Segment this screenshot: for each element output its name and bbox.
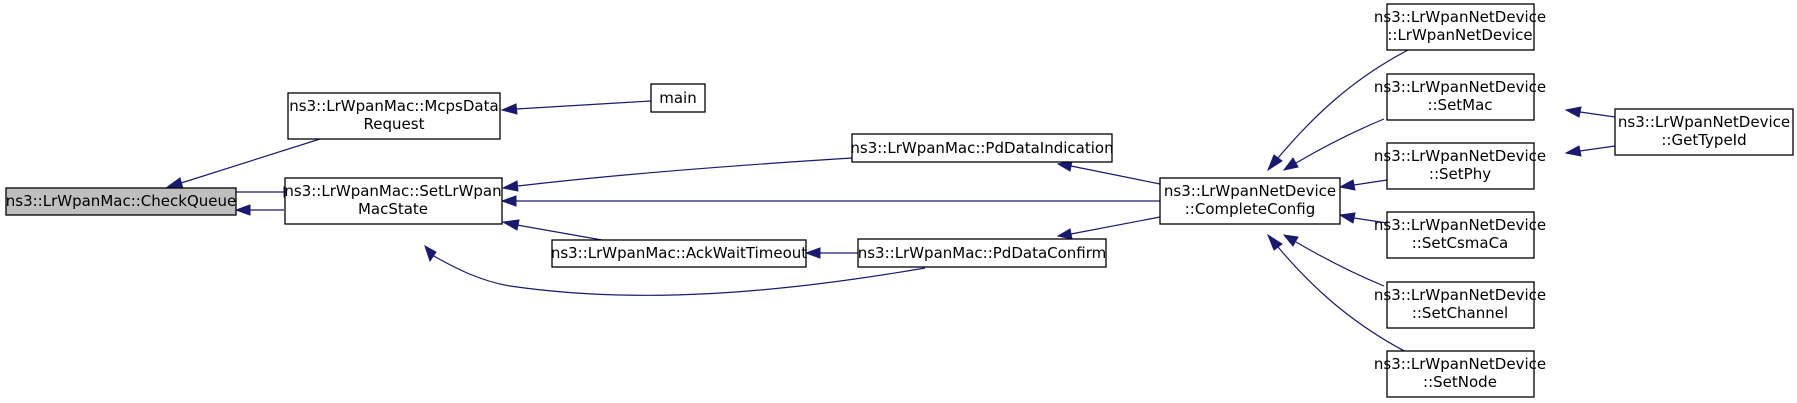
node-lrwpan-net-device[interactable]: ns3::LrWpanNetDevice ::LrWpanNetDevice <box>1374 3 1546 51</box>
node-complete-config[interactable]: ns3::LrWpanNetDevice ::CompleteConfig <box>1159 177 1341 225</box>
node-label-line1: ns3::LrWpanNetDevice <box>1618 113 1790 131</box>
node-label: ns3::LrWpanMac::AckWaitTimeout <box>551 244 807 262</box>
edge-setmac-to-completeconfig <box>1282 118 1385 171</box>
node-label-line1: ns3::LrWpanNetDevice <box>1374 286 1546 304</box>
node-label-line1: ns3::LrWpanMac::McpsData <box>289 97 498 115</box>
node-label-line2: ::CompleteConfig <box>1185 200 1316 218</box>
edge-pddataindication-to-setlrwpanmacstate <box>501 157 853 192</box>
node-pd-data-indication[interactable]: ns3::LrWpanMac::PdDataIndication <box>850 133 1114 163</box>
edge-setchannel-to-completeconfig <box>1282 234 1385 287</box>
node-main[interactable]: main <box>650 83 706 113</box>
node-label-line1: ns3::LrWpanNetDevice <box>1374 216 1546 234</box>
edge-setphy-to-completeconfig <box>1338 179 1388 191</box>
node-label-line1: ns3::LrWpanNetDevice <box>1164 182 1336 200</box>
edge-lrwpannetdevice-to-completeconfig <box>1266 48 1411 172</box>
node-set-node[interactable]: ns3::LrWpanNetDevice ::SetNode <box>1374 350 1546 398</box>
edge-gettypeid-to-setmac <box>1564 106 1616 118</box>
node-set-channel[interactable]: ns3::LrWpanNetDevice ::SetChannel <box>1374 281 1546 329</box>
node-label-line2: ::SetCsmaCa <box>1412 234 1509 252</box>
edge-completeconfig-to-setlrwpanmacstate <box>500 195 1160 207</box>
node-label-line2: ::SetMac <box>1427 96 1492 114</box>
node-label: ns3::LrWpanMac::PdDataConfirm <box>858 244 1107 262</box>
node-label-line1: ns3::LrWpanNetDevice <box>1374 147 1546 165</box>
node-label-line2: ::SetChannel <box>1412 304 1508 322</box>
node-mcps-data-request[interactable]: ns3::LrWpanMac::McpsData Request <box>287 92 501 140</box>
edge-setcsmaca-to-completeconfig <box>1338 212 1388 224</box>
node-set-phy[interactable]: ns3::LrWpanNetDevice ::SetPhy <box>1374 142 1546 190</box>
node-get-type-id[interactable]: ns3::LrWpanNetDevice ::GetTypeId <box>1614 108 1794 156</box>
node-pd-data-confirm[interactable]: ns3::LrWpanMac::PdDataConfirm <box>857 238 1107 268</box>
node-label-line1: ns3::LrWpanNetDevice <box>1374 355 1546 373</box>
node-set-lrwpan-mac-state[interactable]: ns3::LrWpanMac::SetLrWpan MacState <box>284 177 503 225</box>
node-label-line2: ::GetTypeId <box>1661 131 1746 149</box>
node-label-line2: ::SetPhy <box>1429 165 1491 183</box>
edge-ackwaittimeout-to-setlrwpanmacstate <box>501 219 603 241</box>
edge-pddataconfirm-to-ackwaittimeout <box>804 247 858 259</box>
node-label: ns3::LrWpanMac::PdDataIndication <box>850 139 1113 157</box>
node-label: ns3::LrWpanMac::CheckQueue <box>6 192 236 210</box>
node-label-line2: MacState <box>358 200 428 218</box>
edge-gettypeid-to-setphy <box>1564 145 1616 157</box>
node-label: main <box>659 89 696 107</box>
edge-pddataconfirm-to-setlrwpanmacstate <box>424 244 926 296</box>
node-check-queue[interactable]: ns3::LrWpanMac::CheckQueue <box>5 187 237 216</box>
edge-completeconfig-to-pddataconfirm <box>1056 216 1161 240</box>
edge-checkqueue-to-setlrwpanmacstate-lower <box>234 204 284 216</box>
edge-main-to-mcpsdatarequest <box>500 100 652 115</box>
edge-completeconfig-to-pddataindication <box>1056 160 1161 185</box>
node-label-line1: ns3::LrWpanMac::SetLrWpan <box>284 182 501 200</box>
node-set-csma-ca[interactable]: ns3::LrWpanNetDevice ::SetCsmaCa <box>1374 211 1546 259</box>
node-label-line2: ::LrWpanNetDevice <box>1387 26 1532 44</box>
node-ack-wait-timeout[interactable]: ns3::LrWpanMac::AckWaitTimeout <box>551 239 807 268</box>
node-label-line2: ::SetNode <box>1423 373 1497 391</box>
node-set-mac[interactable]: ns3::LrWpanNetDevice ::SetMac <box>1374 73 1546 121</box>
edge-setnode-to-completeconfig <box>1266 233 1411 355</box>
node-label-line1: ns3::LrWpanNetDevice <box>1374 8 1546 26</box>
node-label-line2: Request <box>364 115 425 133</box>
node-label-line1: ns3::LrWpanNetDevice <box>1374 78 1546 96</box>
